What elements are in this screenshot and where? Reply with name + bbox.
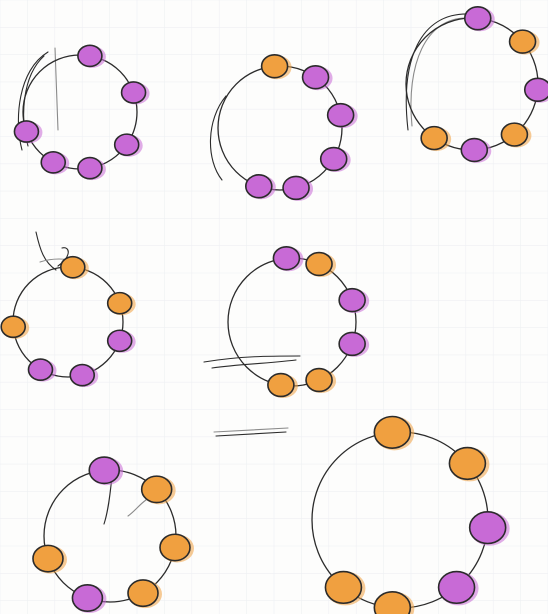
purple-bead [461, 139, 487, 162]
purple-bead [321, 148, 347, 171]
necklace-6 [33, 457, 194, 613]
necklace-string [13, 267, 123, 377]
orange-bead [142, 476, 172, 502]
purple-bead [246, 175, 272, 198]
purple-bead [78, 158, 102, 179]
orange-bead [61, 257, 85, 278]
orange-bead [306, 369, 332, 392]
purple-bead [470, 512, 506, 544]
orange-bead [510, 30, 536, 53]
pencil-scribble [36, 232, 56, 270]
orange-bead [449, 448, 485, 480]
purple-bead [339, 332, 365, 355]
purple-bead [303, 66, 329, 89]
purple-bead [439, 572, 475, 604]
pencil-scribble [214, 428, 288, 432]
purple-bead [122, 82, 146, 103]
orange-bead [268, 374, 294, 397]
orange-bead [33, 545, 63, 571]
pencil-scribble [216, 432, 286, 436]
purple-bead [273, 247, 299, 270]
purple-bead [525, 78, 548, 101]
necklace-string [228, 258, 356, 386]
orange-bead [374, 416, 410, 448]
orange-bead [108, 293, 132, 314]
necklace-2 [218, 55, 358, 201]
purple-bead [89, 457, 119, 483]
orange-bead [306, 253, 332, 276]
orange-bead [262, 55, 288, 78]
orange-bead [1, 316, 25, 337]
purple-bead [339, 289, 365, 312]
purple-bead [41, 152, 65, 173]
necklace-4 [1, 257, 135, 387]
purple-bead [70, 365, 94, 386]
orange-bead [160, 534, 190, 560]
purple-bead [115, 134, 139, 155]
purple-bead [108, 330, 132, 351]
orange-bead [325, 572, 361, 604]
orange-bead [501, 123, 527, 146]
purple-bead [72, 585, 102, 611]
pencil-scribble [212, 360, 296, 368]
orange-bead [128, 580, 158, 606]
purple-bead [14, 121, 38, 142]
purple-bead [328, 104, 354, 127]
necklace-5 [228, 247, 369, 398]
purple-bead [29, 359, 53, 380]
purple-bead [78, 45, 102, 66]
purple-bead [465, 7, 491, 30]
purple-bead [283, 176, 309, 199]
orange-bead [421, 127, 447, 150]
